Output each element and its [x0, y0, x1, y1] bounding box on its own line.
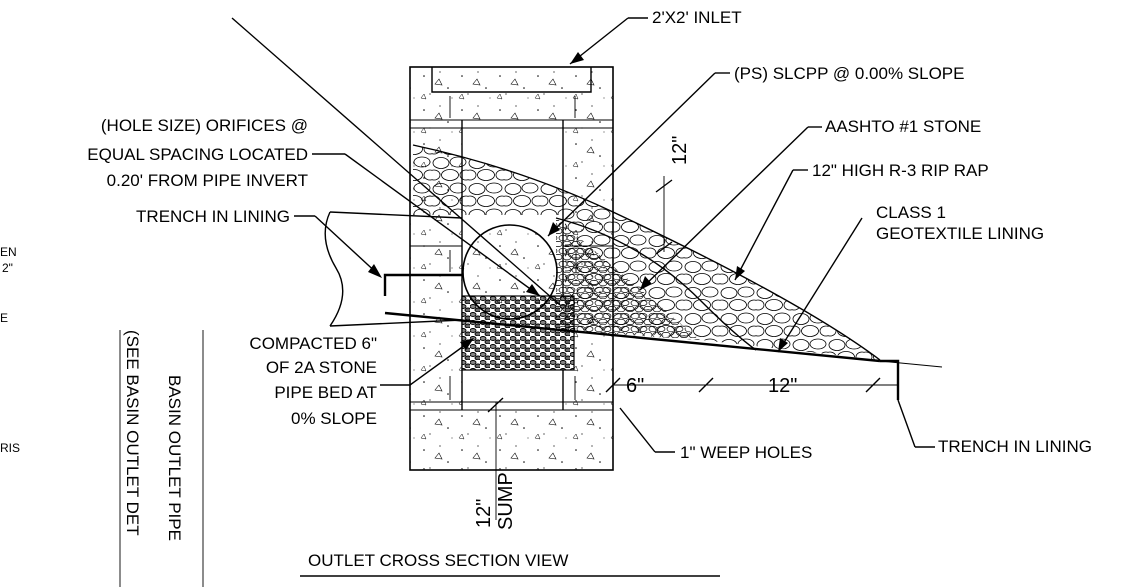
inlet-label: 2'X2' INLET — [652, 8, 742, 27]
orifice-label-line-3: 0.20' FROM PIPE INVERT — [107, 171, 308, 190]
orifice-label-line-1: (HOLE SIZE) ORIFICES @ — [101, 116, 308, 135]
sump-dimension: 12" — [473, 499, 495, 528]
trench-right-label: TRENCH IN LINING — [938, 437, 1092, 456]
sump-label: SUMP — [495, 472, 517, 530]
basin-outlet-detail-label: (SEE BASIN OUTLET DET — [123, 330, 142, 536]
geotextile-label-line-2: GEOTEXTILE LINING — [876, 224, 1044, 243]
dimension-6-inch: 6" — [626, 375, 644, 397]
diagonal-reference-line — [231, 17, 561, 306]
fragment-text-2: 2" — [2, 261, 13, 275]
riprap-mound — [384, 144, 943, 368]
dimension-marks — [487, 176, 898, 413]
pipe-bed-label-line-3: PIPE BED AT — [274, 383, 377, 402]
fragment-text-3: E — [0, 311, 8, 325]
riprap-dimension: 12" — [669, 136, 691, 165]
orifice-label-line-2: EQUAL SPACING LOCATED — [87, 145, 308, 164]
pipe-bed-label-line-1: COMPACTED 6" — [249, 334, 377, 353]
fragment-text-1: EN — [0, 245, 17, 259]
outlet-pipe — [324, 211, 558, 327]
riprap-label: 12" HIGH R-3 RIP RAP — [812, 161, 989, 180]
weep-holes-label: 1" WEEP HOLES — [680, 443, 812, 462]
fragment-text-4: RIS — [0, 441, 20, 455]
pipe-bed-label-line-2: OF 2A STONE — [266, 358, 377, 377]
pipe-bed-label-line-4: 0% SLOPE — [291, 409, 377, 428]
trench-left-lining — [383, 273, 462, 296]
basin-outlet-pipe-label: BASIN OUTLET PIPE — [165, 375, 184, 541]
aashto-stone-label: AASHTO #1 STONE — [825, 117, 981, 136]
drawing-title: OUTLET CROSS SECTION VIEW — [308, 551, 568, 570]
dimension-12-inch: 12" — [768, 375, 797, 397]
geotextile-label-line-1: CLASS 1 — [876, 203, 946, 222]
trench-left-label: TRENCH IN LINING — [136, 207, 290, 226]
pipe-slope-label: (PS) SLCPP @ 0.00% SLOPE — [734, 64, 965, 83]
trench-right-lining — [880, 359, 900, 400]
leader-lines — [294, 17, 935, 453]
